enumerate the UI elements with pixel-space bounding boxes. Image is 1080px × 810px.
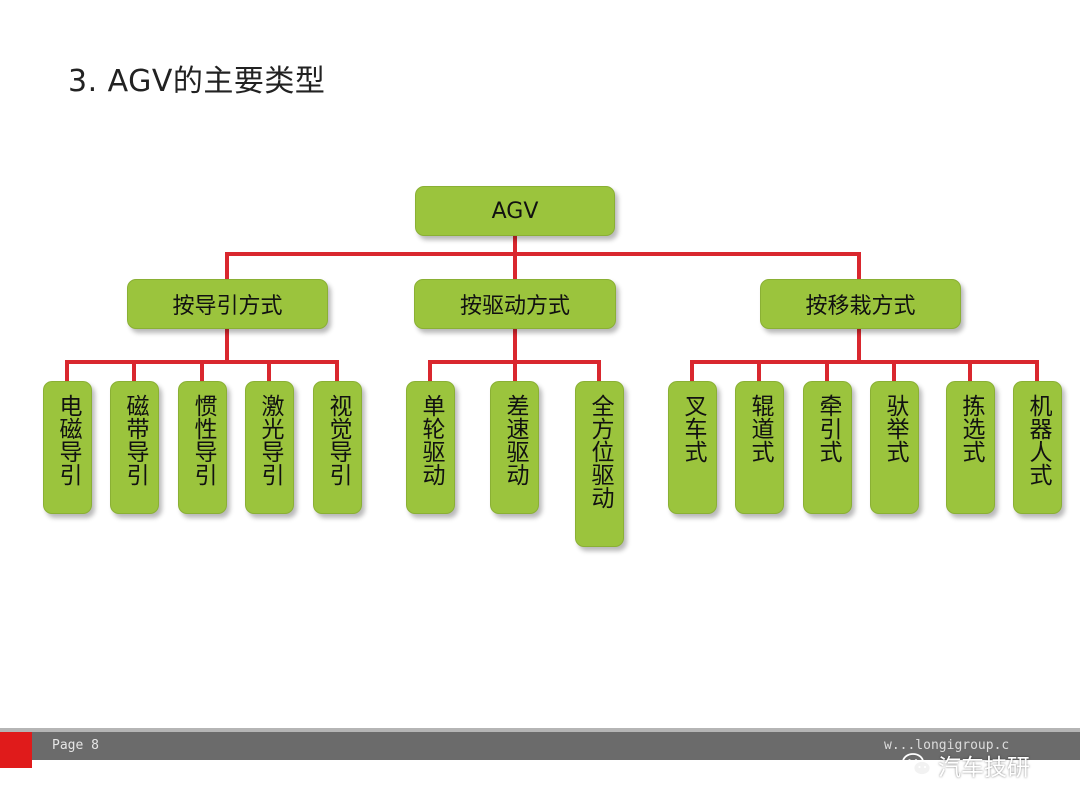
footer-url: w...longigroup.c [884, 738, 1010, 753]
leaf-node: 叉车式 [668, 381, 717, 514]
footer-accent [0, 732, 32, 768]
leaf-label: 叉车式 [680, 394, 706, 463]
category-drive: 按驱动方式 [414, 279, 616, 329]
leaf-node: 惯性导引 [178, 381, 227, 514]
leaf-node: 单轮驱动 [406, 381, 455, 514]
watermark: 汽车技研 [902, 748, 1030, 782]
leaf-label: 驮举式 [882, 394, 908, 463]
leaf-node: 差速驱动 [490, 381, 539, 514]
leaf-label: 全方位驱动 [587, 394, 613, 509]
leaf-node: 激光导引 [245, 381, 294, 514]
leaf-label: 牵引式 [815, 394, 841, 463]
leaf-node: 磁带导引 [110, 381, 159, 514]
watermark-text: 汽车技研 [938, 755, 1030, 781]
category-label: 按导引方式 [172, 294, 283, 319]
category-label: 按驱动方式 [459, 294, 570, 319]
leaf-label: 辊道式 [747, 394, 773, 463]
leaf-label: 差速驱动 [502, 394, 528, 486]
leaf-label: 激光导引 [257, 394, 283, 486]
leaf-node: 拣选式 [946, 381, 995, 514]
leaf-label: 视觉导引 [325, 394, 351, 486]
leaf-node: 全方位驱动 [575, 381, 624, 547]
page-number: Page 8 [52, 738, 99, 753]
category-label: 按移栽方式 [805, 294, 916, 319]
leaf-node: 电磁导引 [43, 381, 92, 514]
category-guidance: 按导引方式 [127, 279, 328, 329]
footer-bar [0, 732, 1080, 760]
wechat-icon [902, 753, 932, 776]
page-title: 3. AGV的主要类型 [68, 64, 326, 99]
leaf-node: 牵引式 [803, 381, 852, 514]
leaf-label: 惯性导引 [190, 394, 216, 486]
leaf-label: 机器人式 [1025, 394, 1051, 486]
root-label: AGV [491, 198, 539, 224]
root-node: AGV [415, 186, 615, 236]
leaf-label: 拣选式 [958, 394, 984, 463]
leaf-node: 驮举式 [870, 381, 919, 514]
leaf-node: 辊道式 [735, 381, 784, 514]
leaf-label: 电磁导引 [55, 394, 81, 486]
leaf-label: 磁带导引 [122, 394, 148, 486]
footer-divider [0, 728, 1080, 732]
leaf-label: 单轮驱动 [418, 394, 444, 486]
leaf-node: 机器人式 [1013, 381, 1062, 514]
category-transfer: 按移栽方式 [760, 279, 961, 329]
leaf-node: 视觉导引 [313, 381, 362, 514]
